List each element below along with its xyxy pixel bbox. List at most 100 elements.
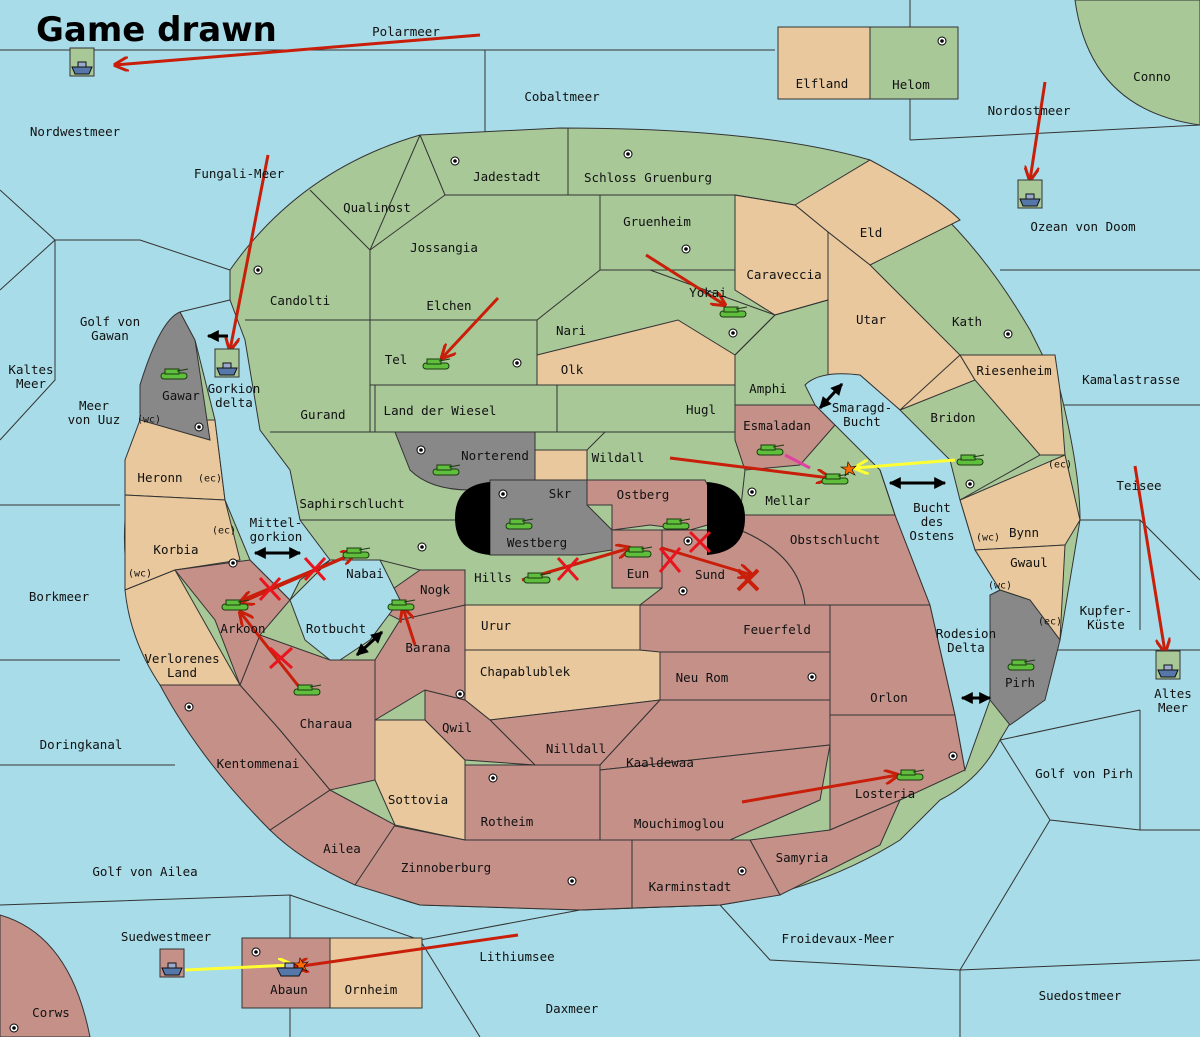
failed-marks (258, 530, 712, 670)
label-westberg: Westberg (506, 535, 568, 550)
ship-icon[interactable] (69, 47, 95, 77)
region-heronn[interactable] (124, 419, 226, 501)
label-doringkanal: Doringkanal (39, 737, 123, 752)
label-qualinost: Qualinost (343, 200, 411, 215)
tank-icon[interactable] (1006, 655, 1036, 673)
ship-icon[interactable] (159, 948, 185, 978)
label-bridon: Bridon (930, 410, 976, 425)
label-arkoon: Arkoon (220, 621, 266, 636)
ship-icon[interactable] (275, 962, 305, 978)
tank-icon[interactable] (431, 460, 461, 478)
tank-icon[interactable] (755, 440, 785, 458)
label-altes-meer: Altes Meer (1154, 686, 1192, 715)
label-wildall: Wildall (591, 450, 645, 465)
label-helom: Helom (892, 77, 930, 92)
region-ailea[interactable] (269, 789, 396, 886)
support-arrow (855, 458, 956, 468)
tank-icon[interactable] (718, 302, 748, 320)
ship-icon[interactable] (214, 348, 240, 378)
label-yokai: Yokai (689, 285, 727, 300)
region-zinnoberburg[interactable] (354, 824, 633, 911)
label-golf-von-pirh: Golf von Pirh (1035, 766, 1133, 781)
tank-icon[interactable] (386, 595, 416, 613)
dislodged-x-mark-icon (736, 568, 760, 592)
failed-mark-icon (658, 547, 682, 573)
label-nilldall: Nilldall (545, 741, 607, 756)
tunnel-west (455, 482, 490, 555)
label-suedwestmeer: Suedwestmeer (120, 929, 212, 944)
label-nari: Nari (555, 323, 587, 338)
adjacency-arrows (253, 382, 992, 704)
label-froidevaux-meer: Froidevaux-Meer (781, 931, 895, 946)
label-nabai: Nabai (346, 566, 384, 581)
label-lithiumsee: Lithiumsee (479, 949, 555, 964)
region-korbia[interactable] (124, 494, 241, 591)
supply-centers (9, 36, 1013, 1033)
tank-icon[interactable] (421, 354, 451, 372)
label-gurand: Gurand (300, 407, 346, 422)
label-urur: Urur (480, 618, 512, 633)
coast-label-ec: (ec) (197, 473, 223, 485)
sea-smaragd-bucht[interactable] (804, 373, 1001, 772)
region-mouchimoglou[interactable] (599, 744, 831, 841)
label-suedostmeer: Suedostmeer (1038, 988, 1122, 1003)
label-tel: Tel (384, 352, 408, 367)
label-schloss-gruenburg: Schloss Gruenburg (584, 170, 712, 185)
label-daxmeer: Daxmeer (545, 1001, 599, 1016)
ship-icon[interactable] (1017, 179, 1043, 209)
coast-label-wc: (wc) (127, 568, 153, 580)
tank-icon[interactable] (661, 514, 691, 532)
label-candolti: Candolti (269, 293, 331, 308)
label-hugl: Hugl (685, 402, 717, 417)
region-ornheim[interactable] (329, 937, 423, 1009)
label-gruenheim: Gruenheim (623, 214, 691, 229)
order-arrow (1030, 81, 1047, 180)
tank-icon[interactable] (895, 765, 925, 783)
label-mellar: Mellar (765, 493, 811, 508)
label-borkmeer: Borkmeer (28, 589, 90, 604)
label-utar: Utar (855, 312, 887, 327)
region-kentommenai[interactable] (159, 684, 331, 831)
label-feuerfeld: Feuerfeld (743, 622, 811, 637)
label-land-der-wiesel: Land der Wiesel (383, 403, 497, 418)
label-verlorenes-land: Verlorenes Land (144, 651, 220, 680)
label-riesenheim: Riesenheim (976, 363, 1052, 378)
label-amphi: Amphi (749, 381, 787, 396)
tank-icon[interactable] (159, 364, 189, 382)
label-nordostmeer: Nordostmeer (987, 103, 1071, 118)
region-pirh[interactable] (989, 589, 1061, 726)
label-chapablublek: Chapablublek (479, 664, 571, 679)
tank-icon[interactable] (220, 595, 250, 613)
explosion-icon (839, 461, 857, 477)
label-golf-von-gawan: Golf von Gawan (79, 314, 141, 343)
order-arrow (403, 608, 417, 646)
ship-icon[interactable] (1155, 650, 1181, 680)
tank-icon[interactable] (341, 543, 371, 561)
order-arrow (115, 33, 481, 65)
label-ailea: Ailea (323, 841, 361, 856)
failed-mark-icon (303, 556, 327, 582)
coast-label-ec: (ec) (1047, 459, 1073, 471)
order-arrow (295, 933, 519, 967)
tank-icon[interactable] (955, 450, 985, 468)
label-cobaltmeer: Cobaltmeer (524, 89, 600, 104)
tank-icon[interactable] (623, 542, 653, 560)
label-jadestadt: Jadestadt (473, 169, 541, 184)
region-westberg[interactable] (489, 479, 613, 556)
coast-label-ec: (ec) (211, 525, 237, 537)
order-arrow (1133, 465, 1165, 652)
label-bynn: Bynn (1008, 525, 1040, 540)
tank-icon[interactable] (504, 514, 534, 532)
tank-icon[interactable] (522, 568, 552, 586)
region-conno[interactable] (1074, 0, 1200, 126)
tunnel-east (707, 482, 745, 555)
region-eld[interactable] (794, 159, 961, 266)
label-barana: Barana (405, 640, 451, 655)
tank-icon[interactable] (820, 469, 850, 487)
label-neu-rom: Neu Rom (675, 670, 729, 685)
coast-label-wc: (wc) (136, 414, 162, 426)
tank-icon[interactable] (292, 680, 322, 698)
region-elfland[interactable] (777, 26, 871, 100)
label-sund: Sund (694, 567, 726, 582)
label-sottovia: Sottovia (387, 792, 449, 807)
